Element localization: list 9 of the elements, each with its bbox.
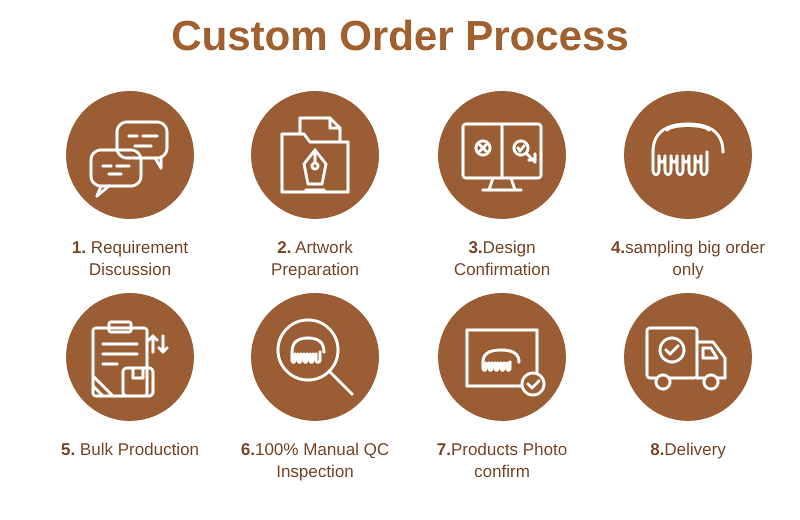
step-caption: 3.Design Confirmation (452, 237, 552, 281)
step-caption: 1. Requirement Discussion (70, 237, 190, 281)
step-caption: 5. Bulk Production (60, 439, 200, 461)
title: Custom Order Process (170, 12, 630, 60)
step-caption: 4.sampling big order only (610, 237, 766, 281)
step-caption: 2. Artwork Preparation (270, 237, 360, 281)
step-caption: 7.Products Photo confirm (436, 439, 568, 483)
step-caption: 8.Delivery (649, 439, 727, 461)
step-caption: 6.100% Manual QC Inspection (240, 439, 390, 483)
